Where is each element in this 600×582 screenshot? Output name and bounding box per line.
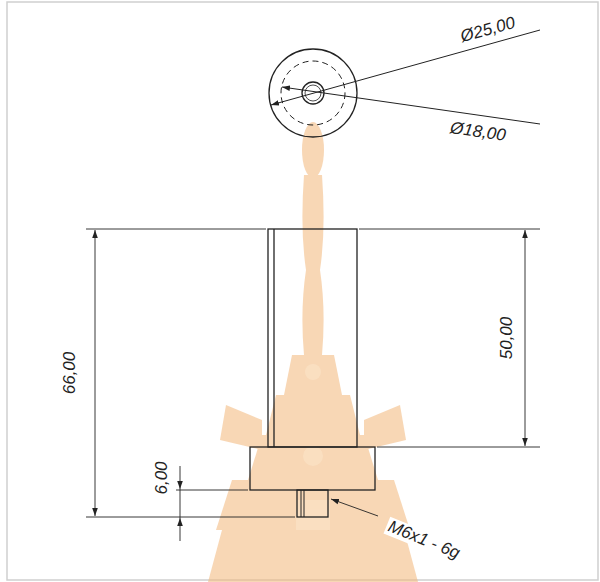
dimension-lines	[86, 229, 540, 541]
dimension-label: 6,00	[153, 459, 171, 496]
dimension-label: 50,00	[498, 315, 516, 362]
dimension-label: Ø25,00	[457, 13, 519, 46]
dimension-label: 66,00	[61, 350, 79, 397]
sheet-border	[7, 2, 598, 580]
watermark-emblem	[208, 122, 418, 582]
diameter-leaders	[271, 30, 540, 124]
dimension-label: M6x1 - 6g	[384, 517, 465, 564]
front-view	[250, 229, 375, 517]
dimension-label: Ø18,00	[447, 119, 509, 145]
